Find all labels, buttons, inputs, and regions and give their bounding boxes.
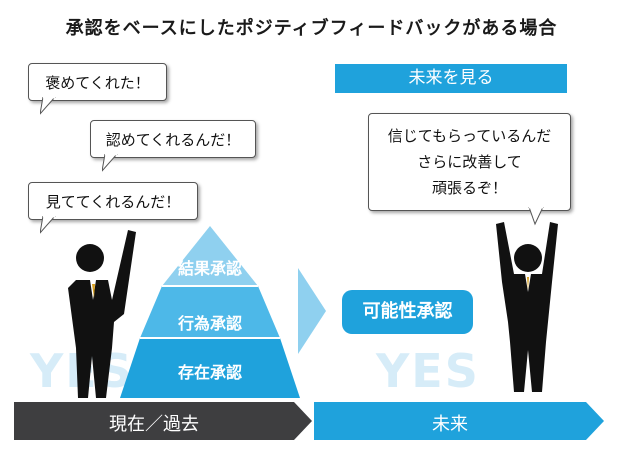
bubble-recognized-tail [102,154,118,172]
person-one-arm-raised-icon [68,230,136,398]
pyramid-tier-top [162,226,258,286]
diagram-title: 承認をベースにしたポジティブフィードバックがある場合 [65,18,558,39]
bubble-praised-text: 褒めてくれた！ [45,73,150,92]
bubble-praised: 褒めてくれた！ [28,63,167,101]
bubble-watched: 見ててくれるんだ！ [28,182,198,220]
bubble-future: 信じてもらっているんだ さらに改善して 頑張るぞ！ [368,113,571,211]
pyramid-tier-middle [140,286,280,338]
bubble-future-line3: 頑張るぞ！ [431,179,507,197]
bubble-recognized-text: 認めてくれるんだ！ [105,130,241,149]
recognition-pyramid [120,226,300,398]
present-past-label: 現在／過去 [109,414,199,435]
bubble-praised-tail [40,97,56,115]
potential-recognition-box: 可能性承認 [342,290,473,334]
future-bar [314,402,604,440]
future-header: 未来を見る [335,64,567,93]
pyramid-tier-bottom [120,338,300,398]
bubble-watched-tail [40,216,56,234]
pyramid-label-action: 行為承認 [177,314,242,333]
transition-arrow-icon [298,268,326,354]
bubble-future-line2: さらに改善して [417,153,522,171]
pyramid-label-existence: 存在承認 [177,363,242,382]
watermark-yes-right: YES [376,344,480,398]
future-label: 未来 [432,414,468,435]
pyramid-label-result: 結果承認 [177,259,242,278]
bubble-future-line1: 信じてもらっているんだ [387,127,552,145]
bubble-recognized: 認めてくれるんだ！ [90,120,256,158]
present-past-bar [14,402,312,440]
person-arms-raised-icon [496,222,558,392]
bubble-future-tail [528,207,544,226]
bubble-watched-text: 見ててくれるんだ！ [45,192,181,211]
